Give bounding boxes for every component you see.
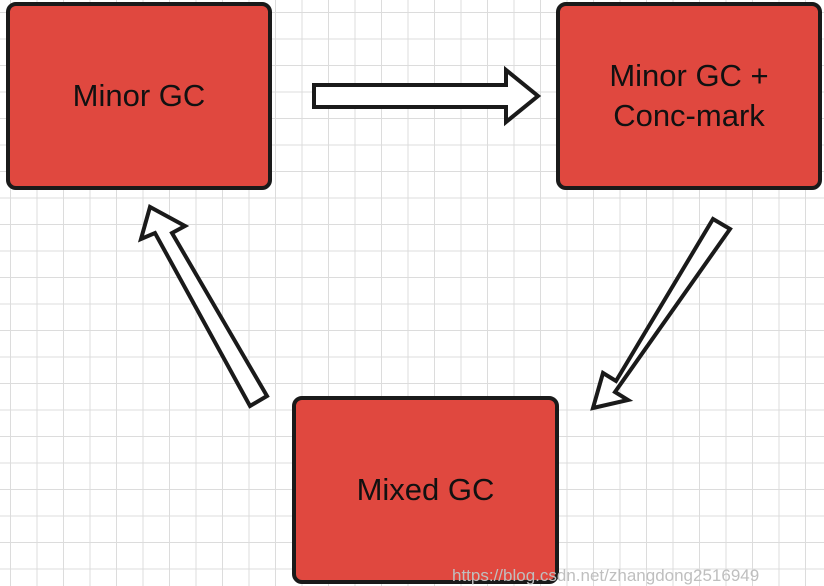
arrow-minor-to-concmark: [312, 65, 542, 127]
node-label: Mixed GC: [356, 472, 495, 507]
node-minor-gc: Minor GC: [6, 2, 272, 190]
node-mixed-gc: Mixed GC: [292, 396, 559, 584]
arrow-mixed-to-minor: [137, 204, 270, 409]
node-label: Minor GC: [72, 78, 206, 113]
node-minor-gc-conc-mark: Minor GC + Conc-mark: [556, 2, 822, 190]
watermark-text: https://blog.csdn.net/zhangdong2516949: [452, 566, 760, 585]
arrow-concmark-to-mixed: [590, 216, 733, 411]
node-label: Minor GC + Conc-mark: [609, 58, 769, 133]
